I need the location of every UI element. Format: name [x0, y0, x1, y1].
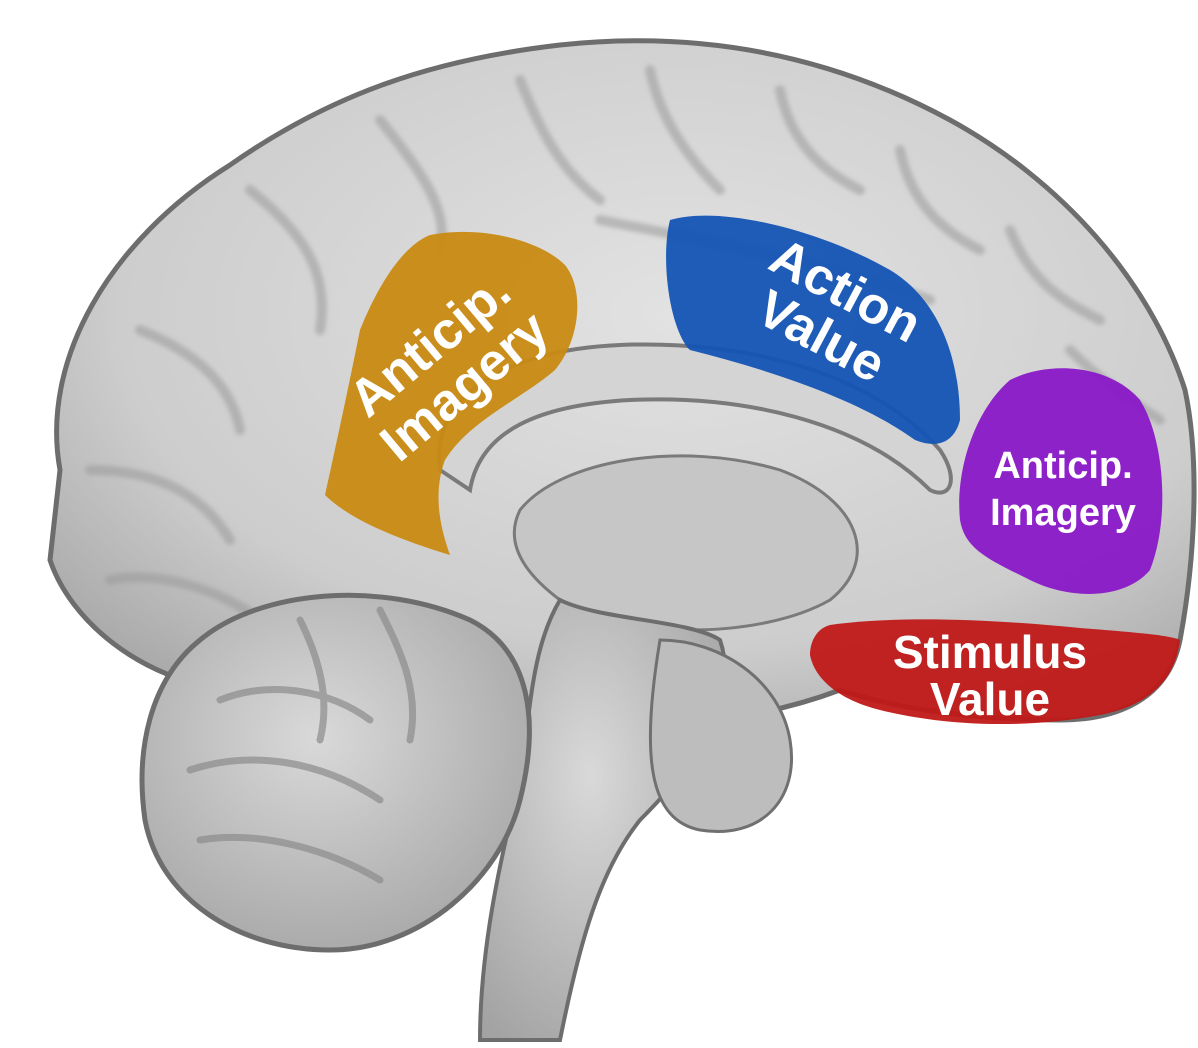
anterior-imagery-line2: Imagery — [990, 492, 1136, 534]
stimulus-value-line1: Stimulus — [893, 626, 1087, 678]
anterior-imagery-line1: Anticip. — [993, 445, 1132, 487]
cerebellum — [142, 595, 529, 950]
stimulus-value-line2: Value — [930, 673, 1050, 725]
